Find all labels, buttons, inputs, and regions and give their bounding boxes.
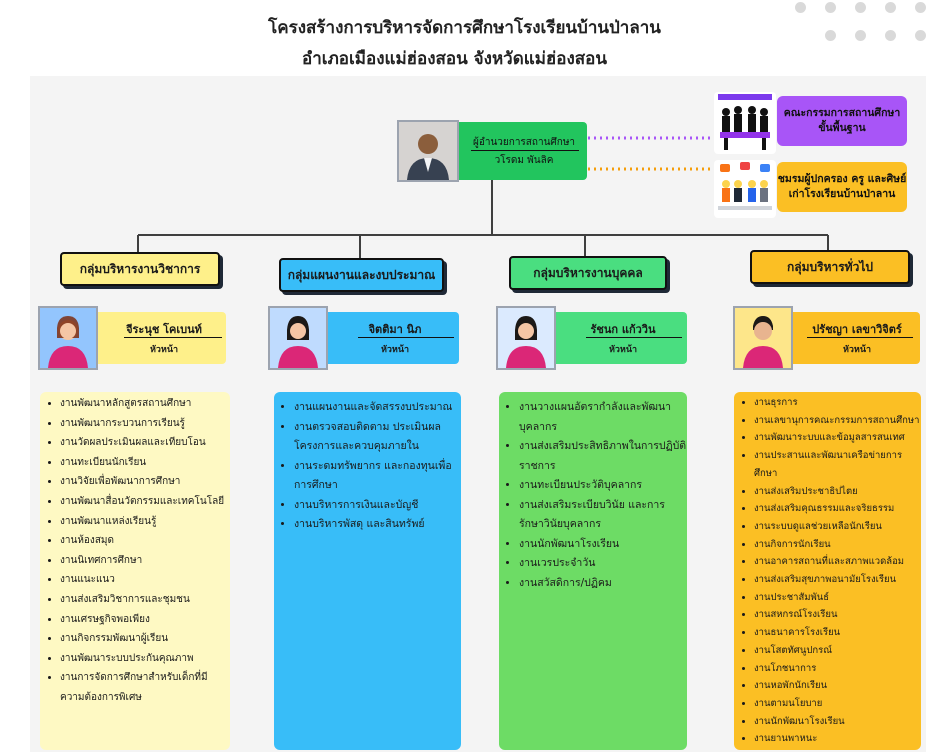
list-item: งานทะเบียนประวัติบุคลากร: [519, 476, 687, 496]
head-role: หัวหน้า: [149, 345, 179, 355]
list-item: งานบริหารพัสดุ และสินทรัพย์: [294, 515, 461, 535]
list-item: งานพัฒนาสื่อนวัตกรรมและเทคโนโลยี: [60, 492, 230, 512]
head-card-budget: จิตติมา นิภ หัวหน้า: [268, 306, 459, 370]
head-name: ปรัชญา เลขาวิจิตร์: [812, 323, 902, 336]
group-header-budget: กลุ่มแผนงานและงบประมาณ: [279, 258, 444, 292]
list-item: งานพัฒนาระบบประกันคุณภาพ: [60, 649, 230, 669]
page-title: โครงสร้างการบริหารจัดการศึกษาโรงเรียนบ้า…: [268, 18, 661, 38]
list-item: งานโภชนาการ: [754, 660, 921, 678]
list-item: งานเศรษฐกิจพอเพียง: [60, 610, 230, 630]
head-name: รัชนก แก้ววิน: [590, 323, 656, 336]
list-item: งานโสตทัศนูปกรณ์: [754, 642, 921, 660]
list-item: งานทะเบียนนักเรียน: [60, 453, 230, 473]
list-item: งานนิเทศการศึกษา: [60, 551, 230, 571]
list-item: งานเลขานุการคณะกรรมการสถานศึกษา: [754, 412, 921, 430]
person-photo-icon: [496, 306, 556, 370]
head-role: หัวหน้า: [842, 345, 872, 355]
meeting-group-icon: [714, 92, 776, 154]
task-list-academic: งานพัฒนาหลักสูตรสถานศึกษางานพัฒนากระบวนก…: [40, 392, 230, 750]
list-item: งานส่งเสริมระเบียบวินัย และการรักษาวินัย…: [519, 496, 687, 535]
list-item: งานพัฒนากระบวนการเรียนรู้: [60, 414, 230, 434]
group-header-personnel: กลุ่มบริหารงานบุคคล: [509, 256, 667, 290]
list-item: งานวิจัยเพื่อพัฒนาการศึกษา: [60, 472, 230, 492]
list-item: งานยานพาหนะ: [754, 730, 921, 748]
list-item: งานสหกรณ์โรงเรียน: [754, 606, 921, 624]
list-item: งานส่งเสริมประชาธิปไตย: [754, 483, 921, 501]
list-item: งานหอพักนักเรียน: [754, 677, 921, 695]
list-item: งานพัฒนาหลักสูตรสถานศึกษา: [60, 394, 230, 414]
divider: [358, 337, 454, 338]
community-group-icon: [714, 160, 776, 218]
list-item: งานอาคารสถานที่และสภาพแวดล้อม: [754, 553, 921, 571]
list-item: งานกิจกรรมพัฒนาผู้เรียน: [60, 629, 230, 649]
list-item: งานวัดผลประเมินผลและเทียบโอน: [60, 433, 230, 453]
divider: [124, 337, 222, 338]
list-item: งานเวรประจำวัน: [519, 554, 687, 574]
head-name: จีระนุช โคเบนท์: [126, 323, 202, 336]
school-board-box: คณะกรรมการสถานศึกษาขั้นพื้นฐาน: [777, 96, 907, 146]
person-photo-icon: [268, 306, 328, 370]
list-item: งานธนาคารโรงเรียน: [754, 624, 921, 642]
list-item: งานพัฒนาแหล่งเรียนรู้: [60, 512, 230, 532]
group-header-general: กลุ่มบริหารทั่วไป: [750, 250, 910, 284]
task-list-personnel: งานวางแผนอัตรากำลังและพัฒนาบุคลากรงานส่ง…: [499, 392, 687, 750]
list-item: งานห้องสมุด: [60, 531, 230, 551]
list-item: งานตามนโยบาย: [754, 695, 921, 713]
list-item: งานวางแผนอัตรากำลังและพัฒนาบุคลากร: [519, 398, 687, 437]
person-photo-icon: [733, 306, 793, 370]
task-list-general: งานธุรการงานเลขานุการคณะกรรมการสถานศึกษา…: [734, 392, 921, 750]
list-item: งานส่งเสริมสุขภาพอนามัยโรงเรียน: [754, 571, 921, 589]
list-item: งานประสานและพัฒนาเครือข่ายการศึกษา: [754, 447, 921, 482]
head-card-personnel: รัชนก แก้ววิน หัวหน้า: [496, 306, 687, 370]
list-item: งานแนะแนว: [60, 570, 230, 590]
list-item: งานส่งเสริมวิชาการและชุมชน: [60, 590, 230, 610]
person-photo-icon: [397, 120, 459, 182]
director-name: วโรดม พันลิค: [494, 155, 554, 166]
list-item: งานส่งเสริมคุณธรรมและจริยธรรม: [754, 500, 921, 518]
group-header-academic: กลุ่มบริหารงานวิชาการ: [60, 252, 220, 286]
list-item: งานบริหารการเงินและบัญชี: [294, 496, 461, 516]
head-name: จิตติมา นิภ: [368, 323, 422, 336]
task-list-budget: งานแผนงานและจัดสรรงบประมาณงานตรวจสอบติดต…: [274, 392, 461, 750]
list-item: งานตรวจสอบติดตาม ประเมินผลโครงการและควบค…: [294, 418, 461, 457]
list-item: งานสวัสดิการ/ปฏิคม: [519, 574, 687, 594]
decorative-dots: [795, 2, 929, 46]
list-item: งานระดมทรัพยากร และกองทุนเพื่อการศึกษา: [294, 457, 461, 496]
director-role: ผู้อำนวยการสถานศึกษา: [472, 137, 576, 148]
list-item: งานพัฒนาระบบและข้อมูลสารสนเทศ: [754, 429, 921, 447]
page-subtitle: อำเภอเมืองแม่ฮ่องสอน จังหวัดแม่ฮ่องสอน: [302, 49, 607, 69]
list-item: งานกิจการนักเรียน: [754, 536, 921, 554]
head-role: หัวหน้า: [608, 345, 638, 355]
list-item: งานนักพัฒนาโรงเรียน: [754, 713, 921, 731]
director-card: ผู้อำนวยการสถานศึกษา วโรดม พันลิค: [397, 120, 587, 182]
head-card-general: ปรัชญา เลขาวิจิตร์ หัวหน้า: [733, 306, 920, 370]
list-item: งานส่งเสริมประสิทธิภาพในการปฏิบัติราชการ: [519, 437, 687, 476]
list-item: งานนักพัฒนาโรงเรียน: [519, 535, 687, 555]
list-item: งานการจัดการศึกษาสำหรับเด็กที่มีความต้อง…: [60, 668, 230, 707]
divider: [586, 337, 682, 338]
divider: [471, 150, 579, 151]
person-photo-icon: [38, 306, 98, 370]
head-role: หัวหน้า: [380, 345, 410, 355]
head-card-academic: จีระนุช โคเบนท์ หัวหน้า: [38, 306, 226, 370]
list-item: งานแผนงานและจัดสรรงบประมาณ: [294, 398, 461, 418]
parents-alumni-box: ชมรมผู้ปกครอง ครู และศิษย์เก่าโรงเรียนบ้…: [777, 162, 907, 212]
list-item: งานธุรการ: [754, 394, 921, 412]
divider: [807, 337, 913, 338]
list-item: งานระบบดูแลช่วยเหลือนักเรียน: [754, 518, 921, 536]
list-item: งานประชาสัมพันธ์: [754, 589, 921, 607]
